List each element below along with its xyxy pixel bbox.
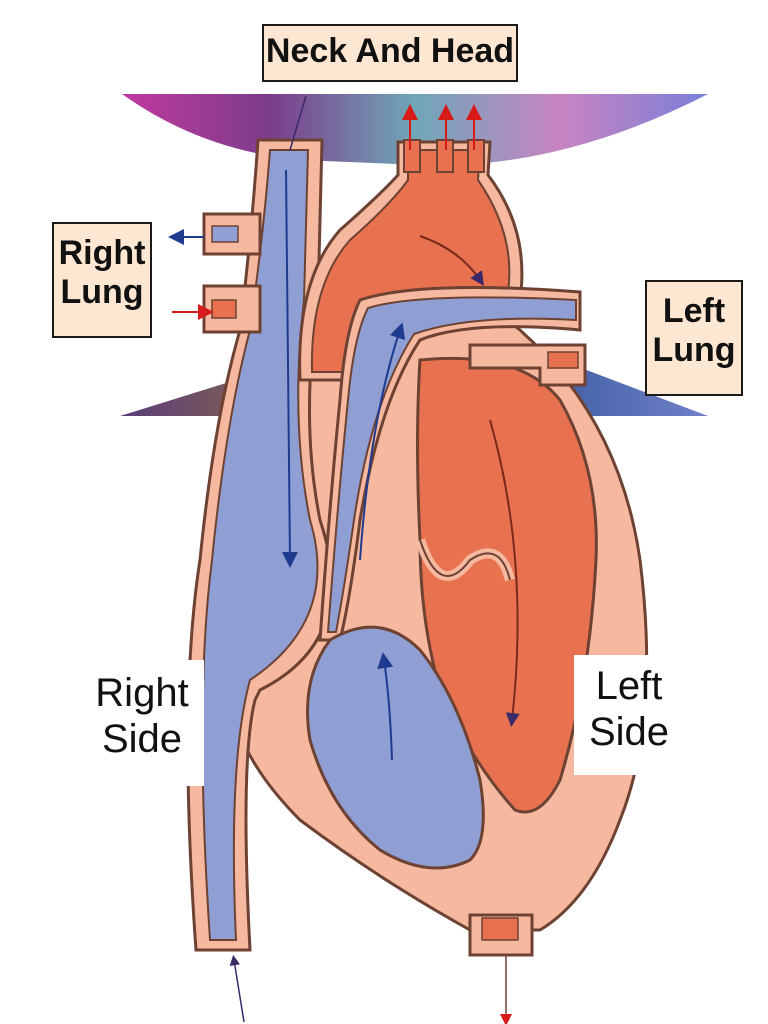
- flow-arrow-vena-cava: [281, 169, 298, 568]
- right-lung-label-line1: Right: [58, 234, 146, 272]
- left-side-label-line1: Left: [595, 664, 663, 708]
- left-lung-label-line2: Lung: [652, 331, 736, 370]
- arrow-into-body-bottom: [229, 954, 245, 1023]
- left-side-label: Left Side: [574, 655, 684, 775]
- right-side-label: Right Side: [80, 660, 204, 786]
- left-side-label-line2: Side: [588, 710, 670, 754]
- flow-arrow-left-ventricle: [489, 419, 520, 727]
- left-lung-label-line1: Left: [662, 292, 726, 330]
- aortic-branch-3: [467, 139, 485, 173]
- right-lung-vessel-lower-lumen: [211, 299, 237, 319]
- right-lung-label-line2: Lung: [60, 273, 144, 312]
- left-lung-label: Left Lung: [645, 280, 743, 396]
- aortic-branch-1: [403, 139, 421, 173]
- right-side-label-line2: Side: [101, 717, 183, 761]
- arrow-from-body-top: [289, 95, 307, 151]
- flow-arrow-right-ventricle: [377, 652, 394, 761]
- right-lung-label: Right Lung: [52, 222, 152, 338]
- right-lung-vessel-upper-lumen: [211, 225, 239, 243]
- descending-aorta-lumen: [481, 917, 519, 941]
- right-ventricle: [306, 625, 485, 870]
- flow-arrow-aortic-arch: [419, 235, 484, 286]
- septum-outline: [419, 539, 511, 581]
- pulmonary-vein-left-lumen: [547, 351, 579, 369]
- flow-arrow-pulmonary-artery: [359, 322, 406, 561]
- pulmonary-artery: [326, 296, 577, 633]
- right-side-label-line1: Right: [95, 671, 189, 715]
- neck-and-head-label: Neck And Head: [262, 24, 518, 82]
